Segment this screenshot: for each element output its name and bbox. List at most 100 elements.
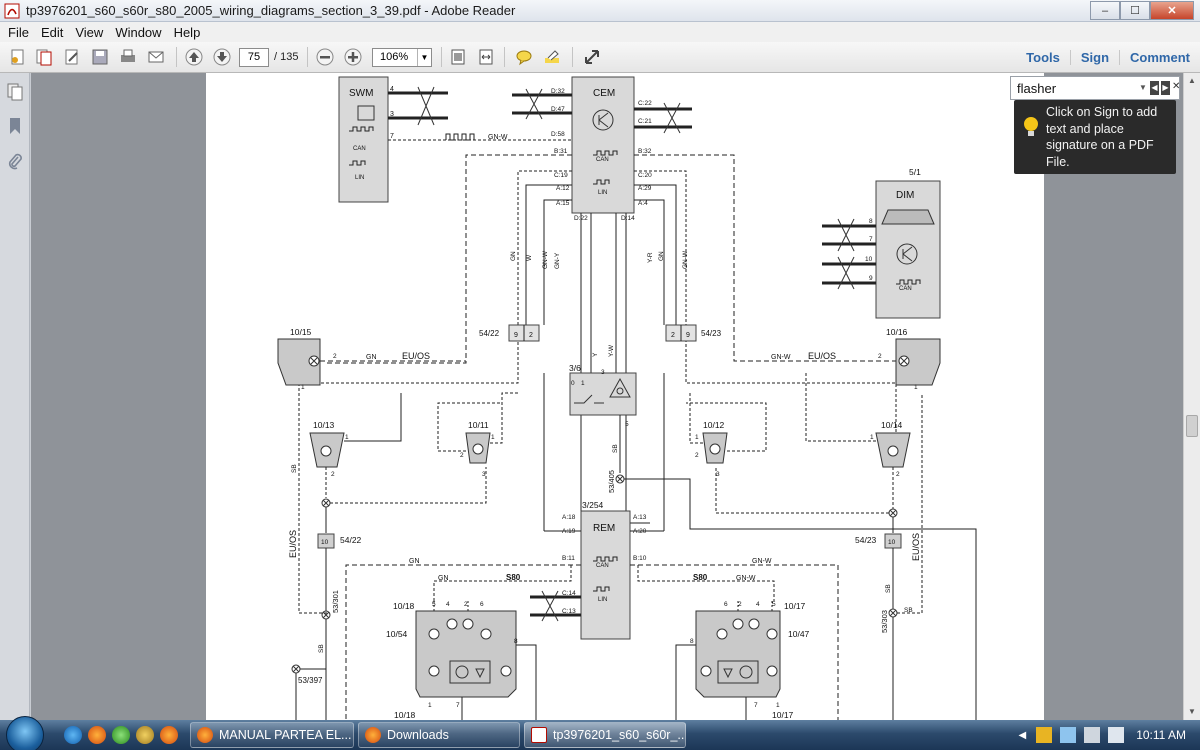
vertical-scrollbar[interactable]: ▲ ▼ — [1183, 73, 1200, 720]
battery-icon[interactable] — [1084, 727, 1101, 743]
svg-text:53/301: 53/301 — [331, 590, 340, 613]
svg-text:4: 4 — [390, 86, 394, 93]
sign-link[interactable]: Sign — [1069, 50, 1119, 65]
svg-text:A:12: A:12 — [556, 185, 570, 192]
chevron-down-icon[interactable]: ▼ — [1139, 83, 1147, 92]
svg-text:10/18: 10/18 — [394, 710, 416, 720]
menu-file[interactable]: File — [8, 24, 29, 40]
svg-text:D:58: D:58 — [551, 131, 565, 138]
svg-text:1: 1 — [491, 434, 495, 441]
bookmarks-icon[interactable] — [6, 117, 24, 135]
svg-text:8: 8 — [514, 638, 518, 645]
svg-text:7: 7 — [869, 236, 873, 243]
svg-text:3: 3 — [390, 111, 394, 118]
system-tray: ◀ 10:11 AM — [1018, 720, 1200, 750]
fit-width-icon[interactable] — [476, 47, 496, 67]
svg-text:GN-W: GN-W — [682, 250, 689, 269]
svg-text:GN: GN — [409, 558, 420, 565]
create-pdf-icon[interactable] — [8, 47, 28, 67]
svg-text:C:20: C:20 — [638, 172, 652, 179]
scroll-down-icon[interactable]: ▼ — [1188, 707, 1196, 716]
app-icon[interactable] — [136, 726, 154, 744]
minimize-button[interactable]: – — [1090, 1, 1120, 20]
find-next-icon[interactable]: ▶ — [1161, 81, 1170, 95]
menu-help[interactable]: Help — [173, 24, 201, 40]
taskbar-item-downloads[interactable]: Downloads — [358, 722, 520, 748]
svg-text:S80: S80 — [693, 573, 708, 582]
taskbar-item-manual[interactable]: MANUAL PARTEA EL... — [190, 722, 354, 748]
svg-text:10/13: 10/13 — [313, 420, 335, 430]
pdf-page: SWM CAN LIN 4 3 7 GN-W CEM CAN LIN — [206, 73, 1044, 720]
volume-icon[interactable] — [1108, 727, 1125, 743]
page-number-input[interactable]: 75 — [239, 48, 269, 67]
svg-text:GN-Y: GN-Y — [554, 252, 561, 269]
page-thumbnails-icon[interactable] — [6, 83, 24, 101]
start-button[interactable] — [6, 716, 44, 750]
svg-text:10: 10 — [321, 539, 329, 546]
svg-text:GN: GN — [366, 354, 377, 361]
fit-page-icon[interactable] — [448, 47, 468, 67]
zoom-out-icon[interactable] — [315, 47, 335, 67]
scroll-up-icon[interactable]: ▲ — [1188, 76, 1196, 85]
menu-view[interactable]: View — [75, 24, 104, 40]
firefox-icon[interactable] — [160, 726, 178, 744]
svg-text:10: 10 — [865, 256, 873, 263]
svg-text:10/17: 10/17 — [784, 601, 806, 611]
find-input[interactable]: flasher — [1017, 81, 1057, 96]
network-icon[interactable] — [1060, 727, 1077, 743]
svg-text:53/405: 53/405 — [607, 470, 616, 493]
save-icon[interactable] — [90, 47, 110, 67]
clock[interactable]: 10:11 AM — [1136, 728, 1186, 742]
menu-window[interactable]: Window — [115, 24, 162, 40]
expand-icon[interactable] — [582, 47, 602, 67]
chevron-down-icon[interactable]: ▼ — [417, 49, 431, 66]
warning-icon[interactable] — [1036, 727, 1053, 743]
svg-text:W: W — [526, 254, 533, 261]
maximize-button[interactable]: ☐ — [1120, 1, 1150, 20]
close-icon[interactable]: ✕ — [1172, 81, 1181, 92]
combine-pdf-icon[interactable] — [34, 47, 54, 67]
comment-link[interactable]: Comment — [1119, 50, 1200, 65]
document-area[interactable]: SWM CAN LIN 4 3 7 GN-W CEM CAN LIN — [31, 73, 1183, 720]
svg-text:Y: Y — [592, 352, 599, 357]
scroll-thumb[interactable] — [1186, 415, 1198, 437]
svg-text:C:19: C:19 — [554, 172, 568, 179]
comment-icon[interactable] — [514, 47, 534, 67]
zoom-select[interactable]: 106% ▼ — [372, 48, 432, 67]
next-page-icon[interactable] — [212, 47, 232, 67]
taskbar-item-label: tp3976201_s60_s60r_... — [553, 728, 686, 742]
tools-link[interactable]: Tools — [1026, 50, 1060, 65]
svg-text:SB: SB — [612, 444, 619, 453]
svg-text:A:29: A:29 — [638, 185, 652, 192]
zoom-in-icon[interactable] — [343, 47, 363, 67]
svg-text:EU/OS: EU/OS — [288, 530, 298, 558]
firefox-icon — [365, 727, 381, 743]
email-icon[interactable] — [146, 47, 166, 67]
find-previous-icon[interactable]: ◀ — [1150, 81, 1159, 95]
svg-text:7: 7 — [754, 702, 758, 709]
svg-text:1: 1 — [301, 384, 305, 391]
chevron-left-icon[interactable]: ◀ — [1018, 729, 1027, 741]
svg-text:CAN: CAN — [899, 286, 912, 292]
svg-text:B:31: B:31 — [554, 148, 568, 155]
edit-pdf-icon[interactable] — [62, 47, 82, 67]
highlight-icon[interactable] — [542, 47, 562, 67]
svg-text:C:13: C:13 — [562, 608, 576, 615]
firefox-icon[interactable] — [88, 726, 106, 744]
close-button[interactable]: ✕ — [1150, 1, 1194, 20]
find-box[interactable]: flasher ▼ ◀ ▶ ✕ — [1010, 76, 1180, 100]
utorrent-icon[interactable] — [112, 726, 130, 744]
menu-edit[interactable]: Edit — [40, 24, 64, 40]
attachments-icon[interactable] — [6, 153, 24, 171]
taskbar-item-pdf[interactable]: tp3976201_s60_s60r_... — [524, 722, 686, 748]
svg-text:3/254: 3/254 — [582, 500, 604, 510]
internet-explorer-icon[interactable] — [64, 726, 82, 744]
previous-page-icon[interactable] — [184, 47, 204, 67]
svg-text:B:10: B:10 — [633, 555, 647, 562]
svg-text:SB: SB — [904, 607, 913, 614]
print-icon[interactable] — [118, 47, 138, 67]
svg-text:GN: GN — [510, 251, 517, 261]
svg-text:GN-W: GN-W — [488, 134, 508, 141]
svg-text:2: 2 — [738, 601, 742, 608]
svg-text:3: 3 — [601, 369, 605, 376]
